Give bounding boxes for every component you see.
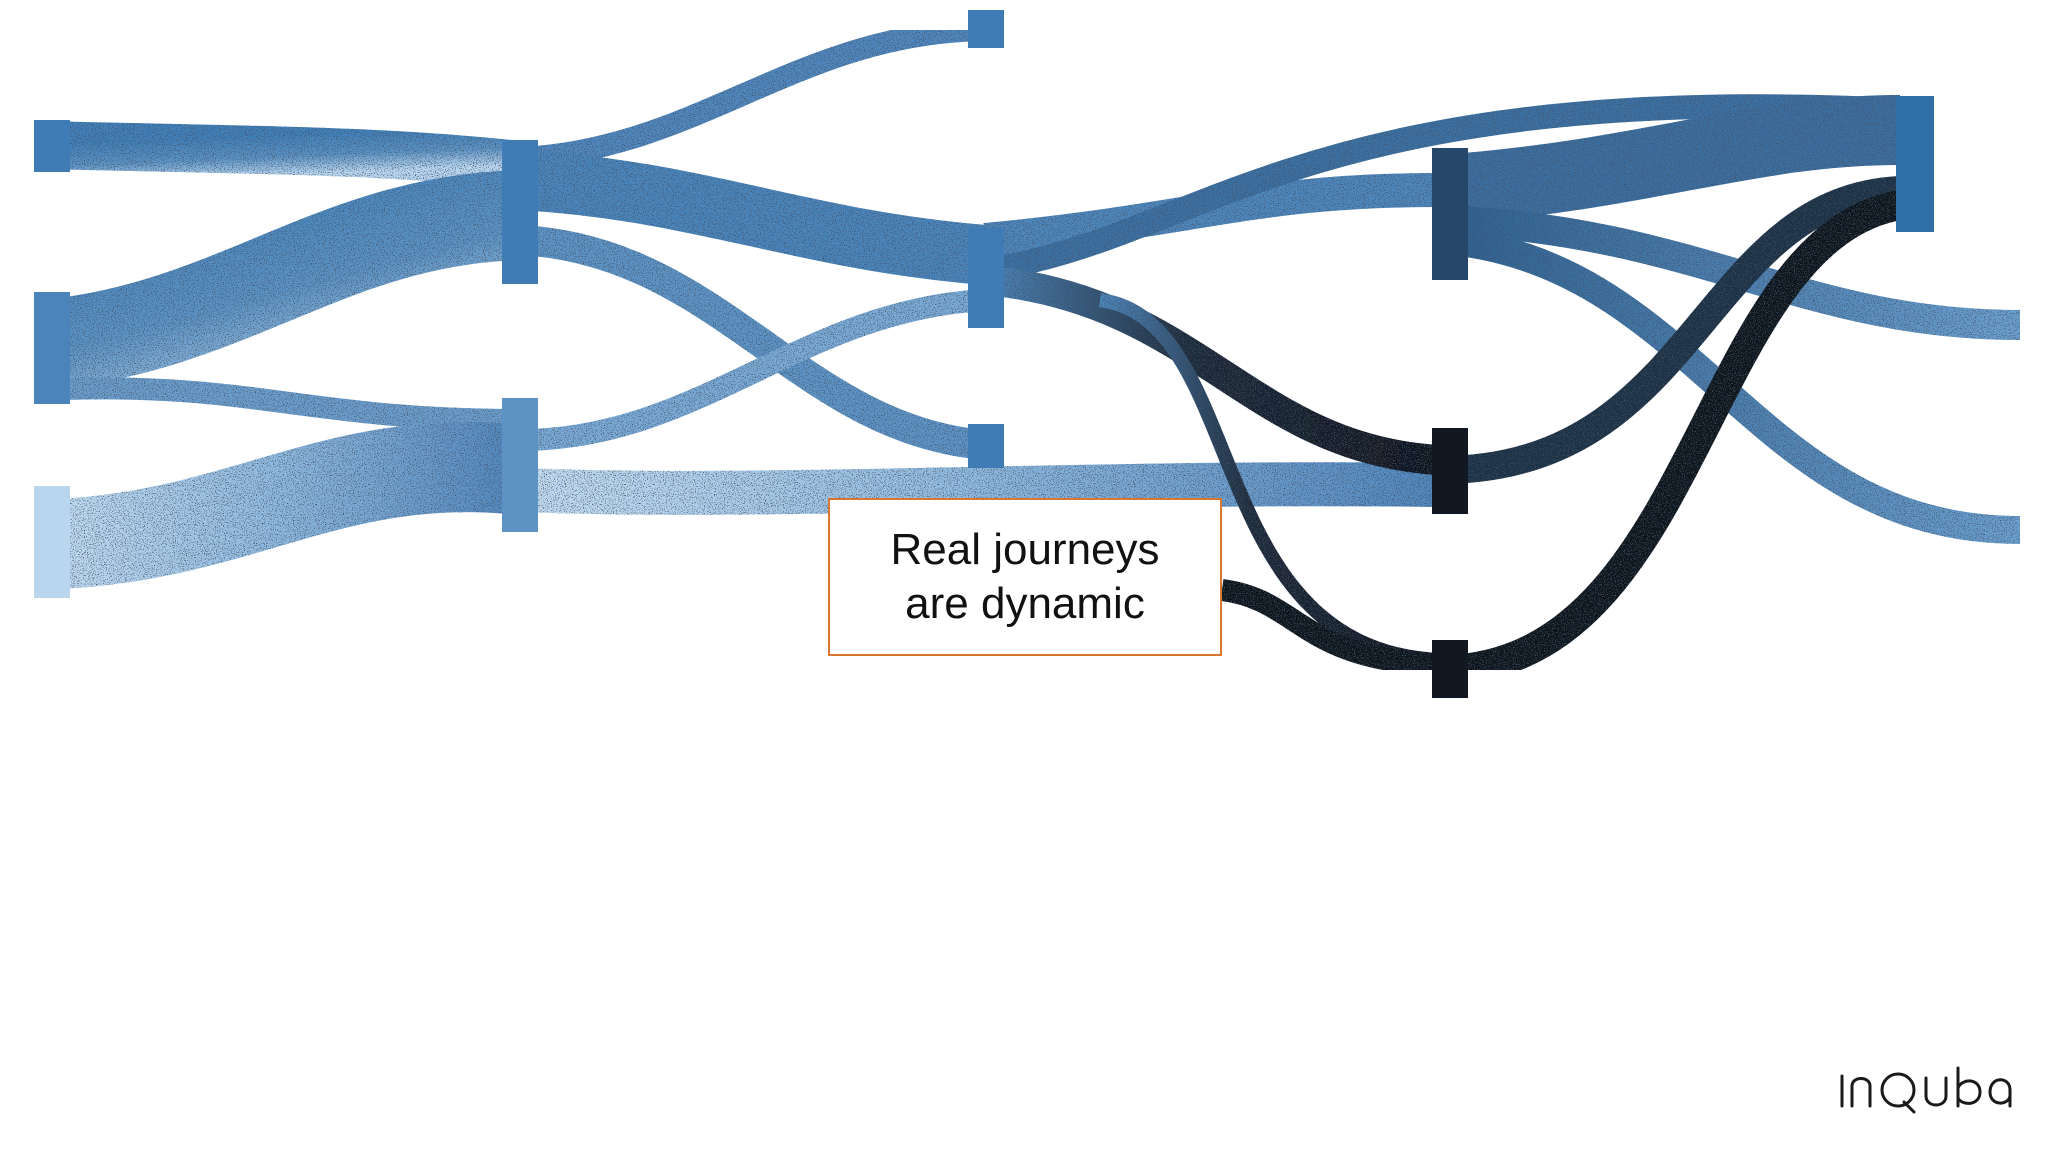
- flow-band: [39, 121, 523, 189]
- flow-band: [1437, 95, 1901, 225]
- callout-line-1: Real journeys: [890, 525, 1160, 574]
- flow-node: [502, 398, 538, 532]
- flow-node: [1896, 96, 1934, 232]
- flow-node: [968, 10, 1004, 48]
- flow-nodes: [34, 10, 1934, 698]
- flow-node: [1432, 640, 1468, 698]
- flow-band: [519, 289, 986, 451]
- flow-band: [519, 225, 987, 460]
- flow-band: [38, 422, 525, 590]
- flow-band: [983, 265, 1441, 475]
- flow-band: [1439, 176, 1901, 484]
- flow-band: [983, 94, 1901, 282]
- flow-node: [502, 140, 538, 284]
- flow-band: [1439, 190, 1904, 685]
- inquba-logo-icon: inQuba: [1836, 1062, 2016, 1118]
- flow-node: [1432, 428, 1468, 514]
- flow-band: [519, 19, 991, 169]
- flow-node: [34, 120, 70, 172]
- callout-line-2: are dynamic: [905, 579, 1145, 628]
- flow-node: [968, 228, 1004, 328]
- callout-box: Real journeys are dynamic: [828, 498, 1222, 656]
- flow-bands: [36, 19, 2021, 685]
- flow-band: [519, 462, 1441, 515]
- flow-band: [36, 170, 522, 390]
- flow-node: [34, 486, 70, 598]
- flow-node: [34, 292, 70, 404]
- flow-node: [1432, 148, 1468, 280]
- flow-band: [983, 173, 1441, 257]
- flow-band: [518, 150, 988, 285]
- flow-band: [1098, 293, 1441, 667]
- flow-band: [1220, 579, 1441, 676]
- flow-node: [968, 424, 1004, 468]
- flow-band: [39, 377, 521, 431]
